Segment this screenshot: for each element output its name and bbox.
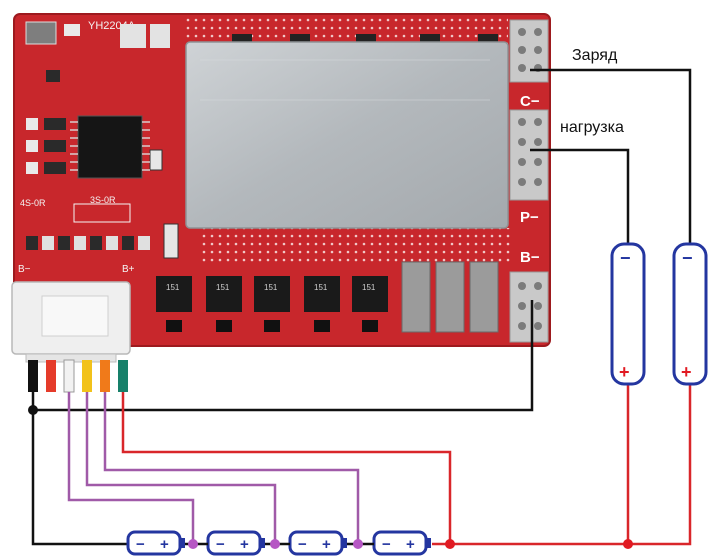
black-wires <box>31 68 692 546</box>
charger-plus-sign: + <box>681 362 692 382</box>
chip-label: 151 <box>216 283 230 292</box>
chip <box>254 276 290 312</box>
pad-p-label: P− <box>520 209 539 226</box>
chip <box>156 276 192 312</box>
node-balance-3 <box>353 539 363 549</box>
balance-wire-3 <box>103 392 360 544</box>
pad-p <box>509 109 549 201</box>
balance-wire-1 <box>67 392 195 544</box>
cell-plus-sign: + <box>240 536 249 553</box>
silk-3s-label: 3S-0R <box>90 195 116 205</box>
series-cells: − + − + − + − + <box>126 530 431 556</box>
node-balance-1 <box>188 539 198 549</box>
cell-3: − + <box>288 530 347 556</box>
chip <box>206 276 242 312</box>
balance-wire-2 <box>85 392 277 544</box>
cell-plus-sign: + <box>322 536 331 553</box>
wire-green-stub <box>118 360 128 392</box>
cell-minus-sign: − <box>382 536 391 553</box>
cell-minus-sign: − <box>298 536 307 553</box>
balance-connector <box>11 281 131 363</box>
wire-yellow-stub <box>82 360 92 392</box>
load-label: нагрузка <box>560 119 624 136</box>
chip <box>304 276 340 312</box>
chip-label: 151 <box>166 283 180 292</box>
pad-c-label: C− <box>520 93 540 110</box>
chip-label: 151 <box>314 283 328 292</box>
wire-black-stub <box>28 360 38 392</box>
wire-orange-stub <box>100 360 110 392</box>
pad-b <box>509 271 549 343</box>
node-plus-load <box>623 539 633 549</box>
node-balance-2 <box>270 539 280 549</box>
cell-minus-sign: − <box>216 536 225 553</box>
cell-plus-sign: + <box>406 536 415 553</box>
wire-charge-minus <box>530 68 692 244</box>
load-plus-sign: + <box>619 362 630 382</box>
wire-bminus-to-cell1 <box>31 392 132 546</box>
wire-red-stub <box>46 360 56 392</box>
connector-wires <box>28 359 128 393</box>
pad-c-upper <box>509 19 549 83</box>
charger-device: − + <box>672 242 708 386</box>
wire-load-minus <box>530 148 630 244</box>
junction-nodes <box>188 539 633 549</box>
charger-minus-sign: − <box>682 248 693 268</box>
pad-b-silk <box>510 226 548 270</box>
silk-3s-box <box>73 203 131 223</box>
load-minus-sign: − <box>620 248 631 268</box>
silk-4s-label: 4S-0R <box>20 198 46 208</box>
via-field-bottom <box>200 228 510 262</box>
wire-bplus-balance <box>121 392 452 544</box>
silk-bplus: B+ <box>122 264 135 275</box>
load-device: − + <box>610 242 646 386</box>
chip <box>352 276 388 312</box>
red-wires <box>121 384 692 546</box>
ic-chip <box>70 115 150 179</box>
cell-2: − + <box>206 530 265 556</box>
wire-plus-charge <box>432 384 692 546</box>
silk-bminus: B− <box>18 264 31 275</box>
junction-black <box>28 405 38 415</box>
bms-board: YH2204A <box>11 13 551 363</box>
chip-label: 151 <box>264 283 278 292</box>
pad-b-label: B− <box>520 249 540 266</box>
charge-label: Заряд <box>572 47 618 64</box>
wire-b-pad <box>33 300 534 412</box>
resistor-row <box>26 236 150 250</box>
heatsink <box>185 41 509 229</box>
node-plus-pack <box>445 539 455 549</box>
mosfet-row: 151 151 151 151 151 <box>156 276 388 332</box>
cell-4: − + <box>372 530 431 556</box>
balance-wires <box>67 392 360 544</box>
cell-minus-sign: − <box>136 536 145 553</box>
cell-plus-sign: + <box>160 536 169 553</box>
pad-column: C− P− B− <box>509 19 549 343</box>
shunt-resistors <box>401 261 499 333</box>
cell-1: − + <box>126 530 185 556</box>
left-components <box>25 21 179 259</box>
wire-white-stub <box>63 359 75 393</box>
chip-label: 151 <box>362 283 376 292</box>
